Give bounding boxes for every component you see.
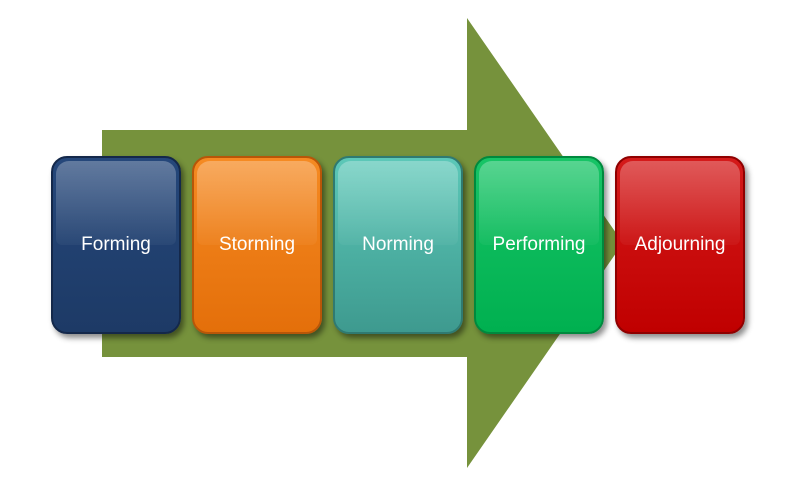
stage-norming: Norming	[333, 156, 463, 334]
stage-label-norming: Norming	[362, 234, 434, 255]
stage-label-adjourning: Adjourning	[634, 234, 726, 255]
stage-label-forming: Forming	[81, 234, 151, 255]
stage-forming: Forming	[51, 156, 181, 334]
stage-label-storming: Storming	[218, 234, 296, 255]
stage-storming: Storming	[192, 156, 322, 334]
stage-adjourning: Adjourning	[615, 156, 745, 334]
stage-performing: Performing	[474, 156, 604, 334]
stage-label-performing: Performing	[492, 234, 586, 255]
